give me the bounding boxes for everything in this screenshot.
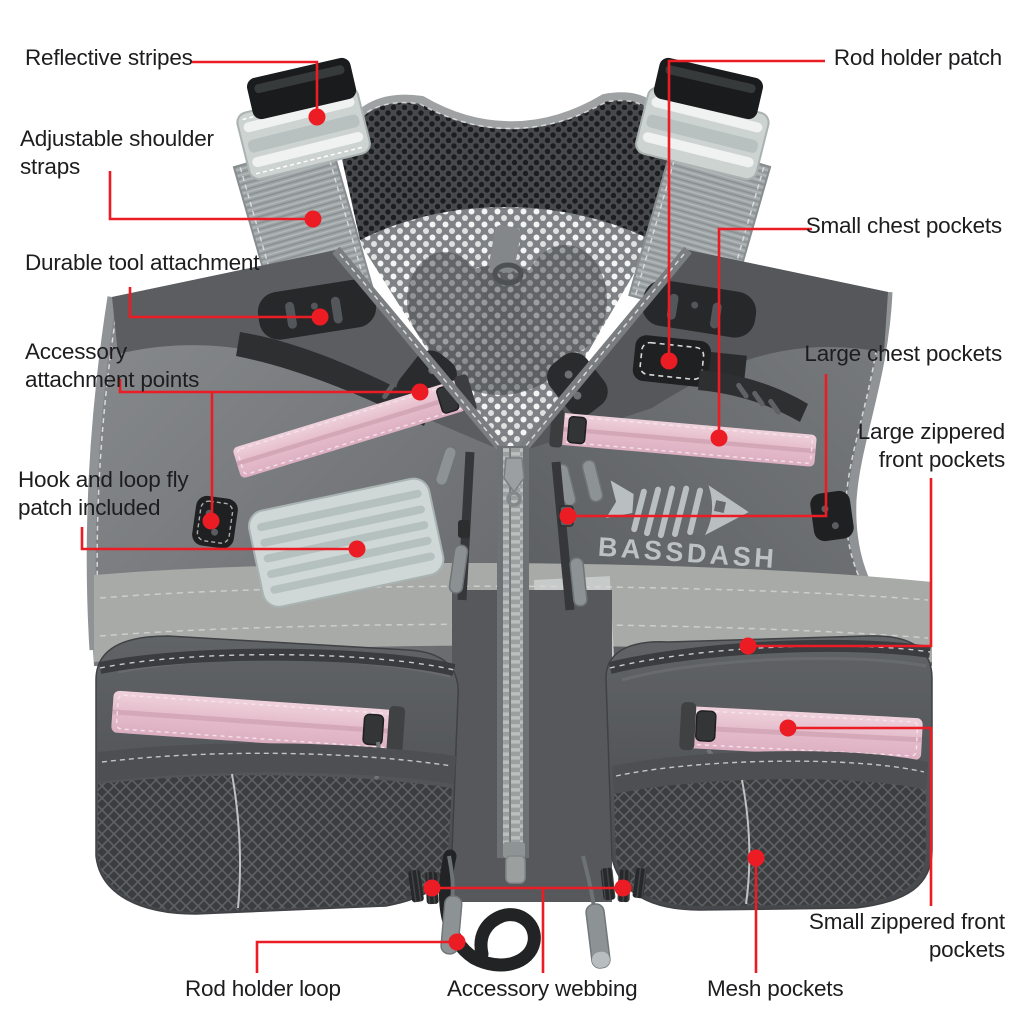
left-vertical-zipper	[448, 451, 475, 601]
callout-lines	[80, 59, 933, 973]
callout-line-rod-holder-patch	[667, 59, 825, 361]
left-pocket-pink-zipper	[111, 690, 406, 755]
callout-label-adjustable-shoulder-straps: Adjustable shoulder straps	[20, 126, 214, 180]
callout-line-large-zippered-front-pockets	[748, 478, 933, 648]
left-neckline-stitch	[339, 253, 507, 455]
callout-dots	[202, 108, 797, 951]
bottom-right-zipper-pull	[581, 855, 611, 969]
callout-dot-accessory-attachment-center	[411, 383, 429, 401]
callout-label-small-zippered-front-pockets: Small zippered front pockets	[808, 909, 1005, 963]
callout-line-reflective-stripes	[192, 60, 319, 117]
callout-dot-large-zippered-front-pockets	[739, 637, 757, 655]
callout-label-rod-holder-loop: Rod holder loop	[185, 976, 341, 1001]
callout-label-accessory-attachment-points: Accessory attachment points	[25, 339, 200, 393]
callout-dot-small-chest-pockets	[710, 429, 728, 447]
callout-dot-large-chest-pockets	[559, 507, 577, 525]
callout-line-accessory-attachment-points	[118, 379, 420, 521]
main-zipper	[497, 446, 529, 884]
callout-line-hook-loop-fly-patch	[80, 527, 357, 551]
callout-label-large-zippered-front-pockets: Large zippered front pockets	[857, 419, 1006, 473]
mesh-back-panel	[336, 92, 676, 462]
callout-dot-adjustable-shoulder-straps	[304, 210, 322, 228]
callout-line-large-chest-pockets	[568, 374, 828, 518]
callout-dot-accessory-attachment-side	[202, 512, 220, 530]
callout-line-small-zippered-front-pockets	[788, 726, 933, 906]
hanging-loop	[488, 225, 524, 286]
bottom-left-zipper-pull	[440, 855, 463, 955]
left-mesh-pocket	[98, 775, 452, 912]
right-pocket-pink-zipper	[679, 702, 923, 761]
callout-dot-mesh-pockets	[747, 849, 765, 867]
callout-label-accessory-webbing: Accessory webbing	[447, 976, 638, 1001]
right-mesh-pocket	[614, 779, 926, 906]
right-bottom-pocket	[605, 635, 933, 911]
callout-line-rod-holder-loop	[255, 940, 457, 973]
callout-label-large-chest-pockets: Large chest pockets	[804, 341, 1002, 366]
callout-dot-accessory-webbing-left	[423, 879, 441, 897]
callout-label-mesh-pockets: Mesh pockets	[707, 976, 844, 1001]
callout-dot-rod-holder-patch	[660, 352, 678, 370]
callout-dot-rod-holder-loop	[448, 933, 466, 951]
callout-line-small-chest-pockets	[717, 227, 812, 438]
callout-dot-durable-tool-attachment	[311, 308, 329, 326]
callout-label-hook-loop-fly-patch: Hook and loop fly patch included	[18, 467, 189, 521]
callout-label-reflective-stripes: Reflective stripes	[25, 45, 193, 70]
left-strap-buckle	[247, 57, 357, 120]
left-chest-zipper	[233, 374, 477, 487]
right-neckline-stitch	[518, 253, 685, 455]
callout-dot-accessory-webbing-right	[614, 879, 632, 897]
bassdash-logo: BASSDASH	[597, 480, 778, 574]
right-strap-buckle	[653, 57, 763, 120]
fly-patch	[247, 477, 445, 608]
callout-line-durable-tool-attachment	[128, 287, 320, 319]
callout-label-rod-holder-patch: Rod holder patch	[833, 45, 1002, 70]
callout-label-durable-tool-attachment: Durable tool attachment	[25, 250, 260, 275]
callout-dot-small-zippered-front-pockets	[779, 719, 797, 737]
left-bottom-pocket	[95, 635, 459, 915]
center-lower-panel	[452, 590, 612, 902]
callout-line-accessory-webbing	[432, 886, 623, 973]
callout-line-adjustable-shoulder-straps	[108, 171, 313, 221]
callout-label-small-chest-pockets: Small chest pockets	[805, 213, 1002, 238]
callout-dot-reflective-stripes	[308, 108, 326, 126]
callout-dot-fly-patch	[348, 540, 366, 558]
